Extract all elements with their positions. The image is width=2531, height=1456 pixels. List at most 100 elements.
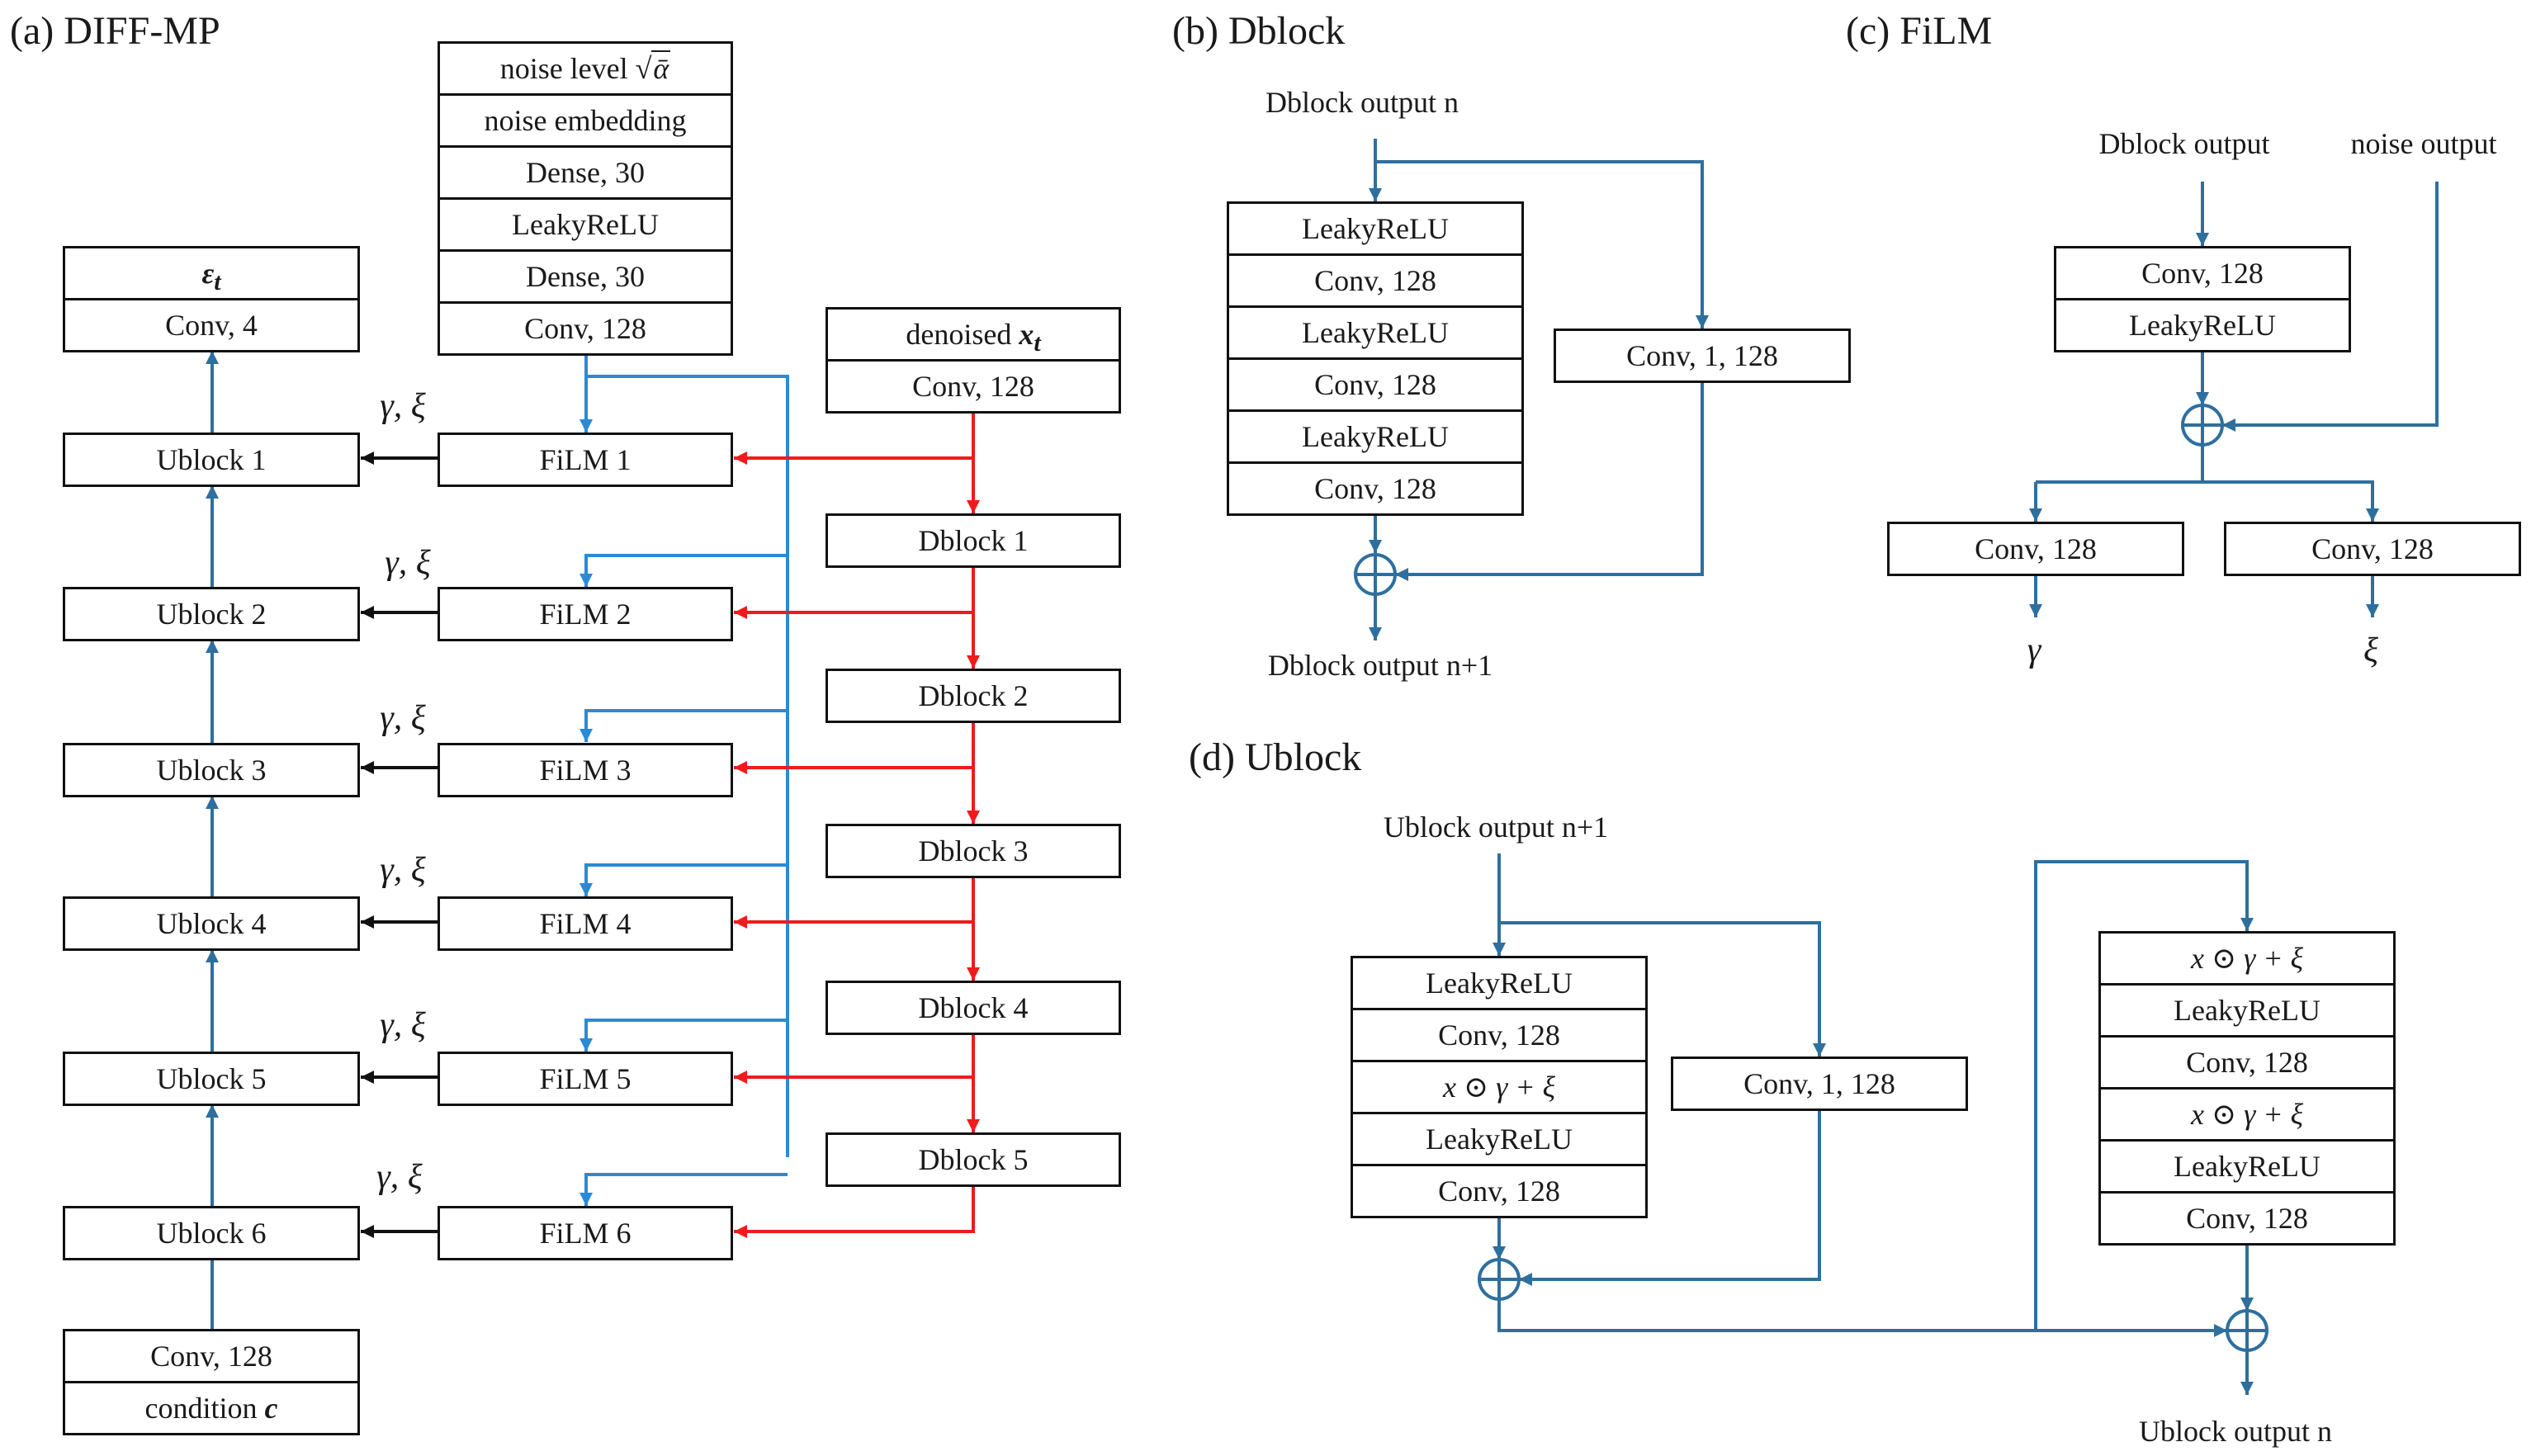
film-dblock-input-label: Dblock output [2098, 127, 2270, 160]
gamma-xi-label: γ, ξ [380, 851, 426, 889]
conv-cell: Conv, 128 [1353, 1008, 1645, 1060]
arrowhead [361, 606, 374, 619]
dense-cell: Dense, 30 [440, 145, 731, 197]
panel-d-title: (d) Ublock [1189, 735, 1362, 779]
c-symbol: c [264, 1392, 278, 1425]
arrowhead [734, 1225, 747, 1238]
film-label: FiLM 6 [539, 1217, 632, 1250]
dblock-label: Dblock 3 [918, 834, 1029, 867]
arrowhead [2366, 508, 2379, 522]
arrowhead [580, 729, 593, 742]
ublock-2: Ublock 2 [63, 587, 360, 641]
arrowhead [580, 1193, 593, 1206]
film-label: FiLM 3 [539, 754, 632, 787]
denoised-label: denoised [906, 318, 1012, 351]
noise-level-label: noise level [499, 52, 628, 85]
dblock-output-label: Dblock output n+1 [1267, 649, 1493, 682]
ublock-5: Ublock 5 [63, 1052, 360, 1106]
arrowhead [2366, 604, 2379, 617]
noise-to-film-arrow [584, 1019, 788, 1052]
arrowhead [2240, 1382, 2254, 1395]
gamma-xi-label: γ, ξ [380, 699, 426, 737]
film-modulation-cell: x ⊙ γ + ξ [2190, 942, 2304, 975]
noise-to-film-arrow [584, 554, 788, 587]
film-label: FiLM 4 [539, 907, 632, 940]
film-5: FiLM 5 [438, 1052, 733, 1106]
arrowhead [1369, 188, 1382, 201]
film-label: FiLM 5 [539, 1062, 632, 1095]
conv-cell: Conv, 128 [440, 301, 731, 353]
dblock-skip-branch-arrow [1375, 160, 1704, 329]
arrowhead [1493, 943, 1506, 956]
xi-output-label: ξ [2363, 631, 2378, 669]
conv-cell: Conv, 128 [2141, 257, 2264, 290]
arrowhead [361, 451, 374, 465]
conv-cell: Conv, 128 [1975, 532, 2097, 565]
ublock-3: Ublock 3 [63, 743, 360, 797]
dblock-detail-stack: LeakyReLU Conv, 128 LeakyReLU Conv, 128 … [1227, 201, 1524, 516]
gamma-xi-label: γ, ξ [380, 387, 426, 425]
arrowhead [361, 1071, 374, 1084]
arrowhead [734, 761, 747, 774]
dblock-1: Dblock 1 [826, 513, 1121, 568]
denoised-input-stack: denoised xt Conv, 128 [826, 307, 1121, 414]
ublock-label: Ublock 6 [156, 1217, 267, 1250]
ublock-6: Ublock 6 [63, 1206, 360, 1260]
noise-embedding-cell: noise embedding [440, 93, 731, 145]
denoised-input-cell: denoised xt [828, 310, 1119, 359]
ublock-skip-to-sum-arrow [1519, 1109, 1821, 1281]
ublock-label: Ublock 2 [156, 598, 267, 631]
conv-cell: Conv, 128 [828, 359, 1119, 411]
leakyrelu-cell: LeakyReLU [1229, 305, 1521, 357]
skip-conv-label: Conv, 1, 128 [1626, 339, 1778, 372]
ublock-label: Ublock 5 [156, 1062, 267, 1095]
dblock-input-label: Dblock output n [1266, 86, 1459, 119]
arrowhead [1493, 1246, 1506, 1260]
dblock-2: Dblock 2 [826, 669, 1121, 723]
film-gamma-conv: Conv, 128 [1887, 522, 2184, 576]
output-epsilon-stack: εt Conv, 4 [63, 246, 360, 352]
arrowhead [580, 883, 593, 896]
ublock-residual-wire [1497, 1299, 2036, 1332]
film-modulation-cell: x ⊙ γ + ξ [1353, 1060, 1645, 1112]
film-noise-input-label: noise output [2350, 127, 2497, 160]
film-detail-stack: Conv, 128 LeakyReLU [2054, 246, 2351, 352]
epsilon-output-cell: εt [65, 248, 357, 298]
leakyrelu-cell: LeakyReLU [2056, 298, 2349, 350]
film-label: FiLM 1 [539, 443, 632, 476]
panel-c-title: (c) FiLM [1846, 9, 1993, 53]
film-6: FiLM 6 [438, 1206, 733, 1260]
conv-cell: Conv, 4 [65, 298, 357, 350]
condition-input-cell: condition c [65, 1381, 357, 1433]
arrowhead [734, 451, 747, 465]
arrowhead [1519, 1273, 1532, 1286]
arrowhead [967, 967, 980, 981]
arrowhead [2222, 418, 2235, 432]
ublock-label: Ublock 4 [156, 907, 267, 940]
ublock-left-stack: LeakyReLU Conv, 128 x ⊙ γ + ξ LeakyReLU … [1351, 956, 1648, 1218]
ublock-output-label: Ublock output n [2139, 1415, 2332, 1448]
panel-b-title: (b) Dblock [1172, 9, 1346, 53]
arrowhead [206, 485, 219, 499]
conv-cell: Conv, 128 [2311, 532, 2434, 565]
ublock-skip-conv: Conv, 1, 128 [1671, 1057, 1968, 1111]
dblock-skip-conv: Conv, 1, 128 [1554, 329, 1851, 383]
dblock-label: Dblock 2 [918, 679, 1029, 712]
noise-embedding-stack: noise level √ᾱ noise embedding Dense, 30… [438, 41, 733, 356]
arrowhead [1369, 540, 1382, 553]
film-label: FiLM 2 [539, 598, 632, 631]
gamma-xi-label: γ, ξ [385, 544, 431, 582]
film-to-xi-conv-arrow [2036, 480, 2374, 522]
arrowhead [206, 1104, 219, 1118]
panel-a-title: (a) DIFF-MP [10, 9, 220, 53]
sqrt-symbol: √ [635, 52, 652, 85]
dblock5-to-film6-arrow [734, 1184, 975, 1233]
noise-level-cell: noise level √ᾱ [440, 44, 731, 93]
ublock-input-label: Ublock output n+1 [1383, 811, 1609, 844]
arrowhead [206, 796, 219, 809]
ublock-right-stack: x ⊙ γ + ξ LeakyReLU Conv, 128 x ⊙ γ + ξ … [2098, 931, 2396, 1246]
arrowhead [206, 351, 219, 364]
arrowhead [2240, 1298, 2254, 1311]
noise-to-film-arrow [584, 1173, 788, 1206]
